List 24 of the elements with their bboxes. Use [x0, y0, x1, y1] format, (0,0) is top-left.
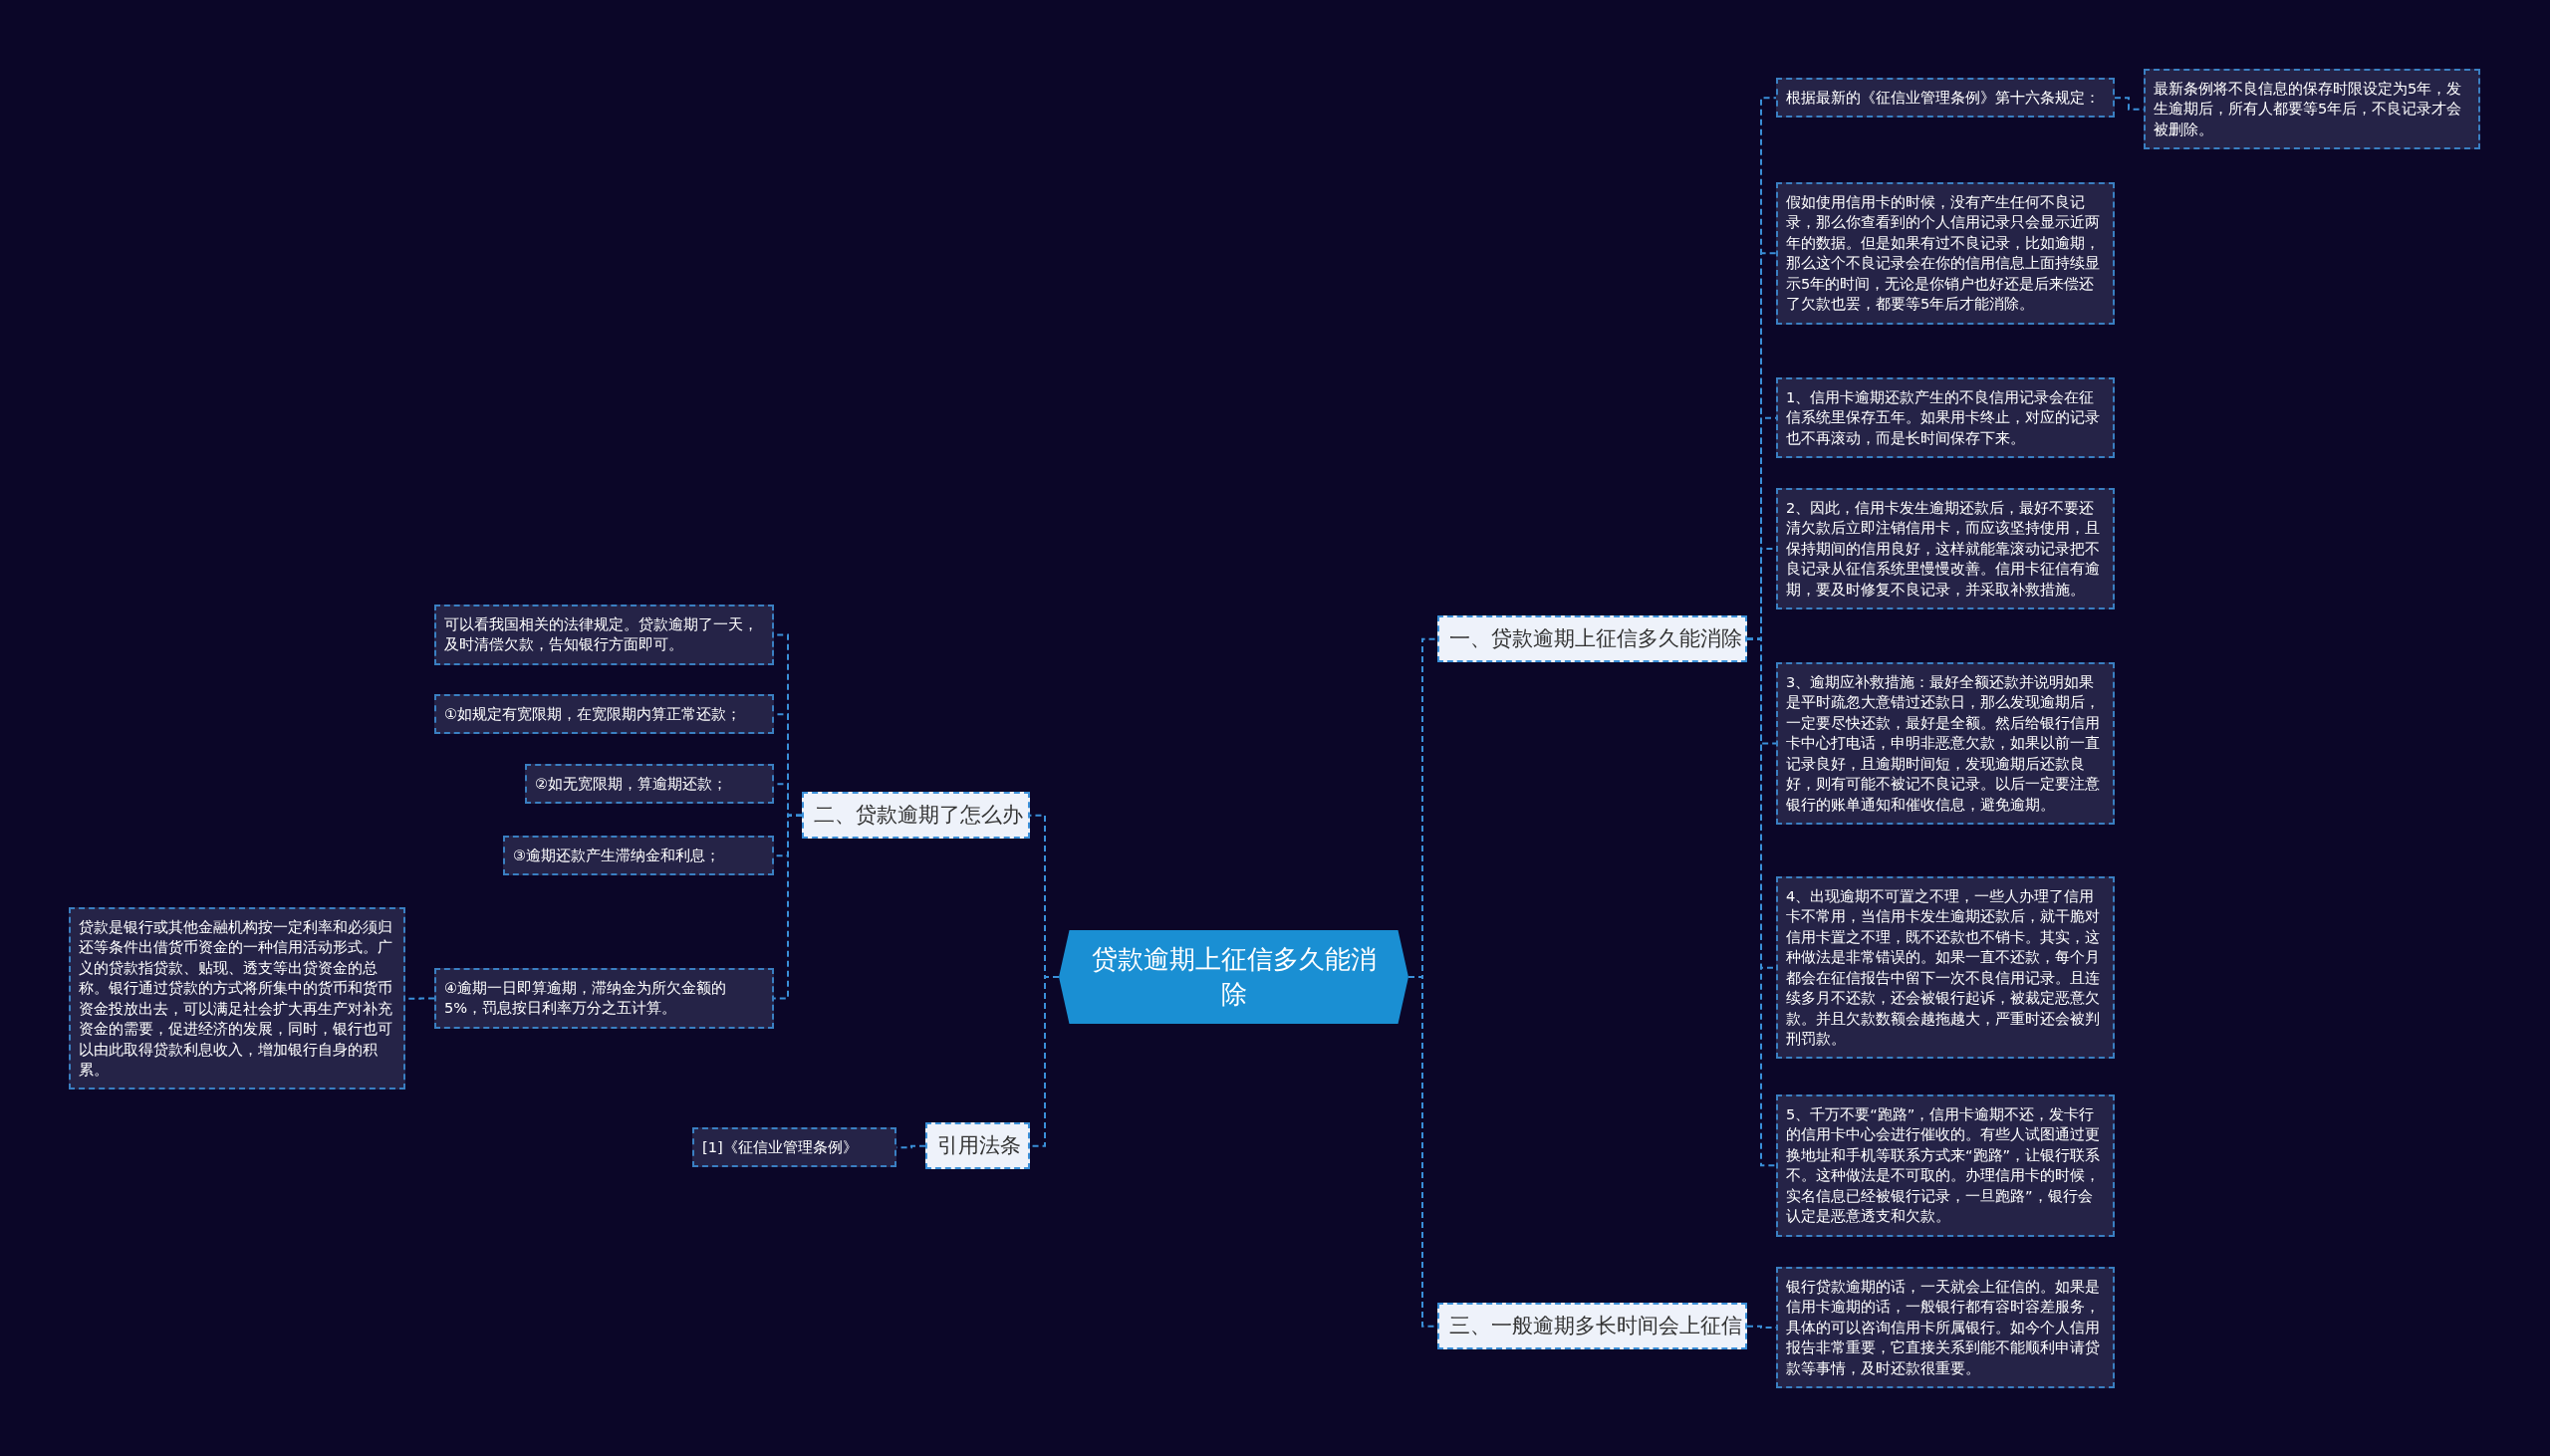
connector-line — [773, 814, 803, 1000]
note-box: 银行贷款逾期的话，一天就会上征信的。如果是信用卡逾期的话，一般银行都有容时容差服务，具体的可以咨询信用卡所属银行。如今个人信用报告非常重要，它直接关系到能不能顺利申请贷款等事情，及时还款很重要。 — [1776, 1267, 2115, 1389]
connector-line — [895, 1144, 926, 1149]
note-box: 1、信用卡逾期还款产生的不良信用记录会在征信系统里保存五年。如果用卡终止，对应的记录也不再滚动，而是长时间保存下来。 — [1776, 377, 2115, 459]
note-box: 3、逾期应补救措施：最好全额还款并说明如果是平时疏忽大意错过还款日，那么发现逾期后，一定要尽快还款，最好是全额。然后给银行信用卡中心打电话，申明非恶意欠款，如果以前一直记录良好，且逾期时间短，发现逾期后还款良好，则有可能不被记不良记录。以后一定要注意银行的账单通知和催收信息，避免逾期。 — [1776, 662, 2115, 825]
topic-box: 一、贷款逾期上征信多久能消除 — [1437, 615, 1747, 663]
note-box: 2、因此，信用卡发生逾期还款后，最好不要还清欠款后立即注销信用卡，而应该坚持使用，且保持期间的信用良好，这样就能靠滚动记录把不良记录从征信系统里慢慢改善。信用卡征信有逾期，要及时修复不良记录，并采取补救措施。 — [1776, 488, 2115, 610]
note-box: ①如规定有宽限期，在宽限期内算正常还款； — [434, 694, 774, 735]
note-box: [1]《征信业管理条例》 — [692, 1127, 896, 1168]
topic-box: 二、贷款逾期了怎么办 — [802, 792, 1030, 840]
note-box: 4、出现逾期不可置之不理，一些人办理了信用卡不常用，当信用卡发生逾期还款后，就干脆对信用卡置之不理，既不还款也不销卡。其实，这种做法是非常错误的。如果一直不还款，每个月都会在征信报告中留下一次不良信用记录。且连续多月不还款，还会被银行起诉，被裁定恶意欠款。并且欠款数额会越拖越大，严重时还会被判刑罚款。 — [1776, 876, 2115, 1060]
central-topic: 贷款逾期上征信多久能消除 — [1059, 930, 1408, 1025]
note-box: ②如无宽限期，算逾期还款； — [525, 764, 774, 805]
topic-box: 三、一般逾期多长时间会上征信 — [1437, 1303, 1747, 1350]
note-box: 最新条例将不良信息的保存时限设定为5年，发生逾期后，所有人都要等5年后，不良记录才会被删除。 — [2144, 69, 2480, 150]
note-box: ③逾期还款产生滞纳金和利息； — [503, 836, 774, 876]
note-box: 根据最新的《征信业管理条例》第十六条规定： — [1776, 78, 2115, 119]
topic-box: 引用法条 — [925, 1122, 1030, 1170]
connector-line — [1746, 637, 1777, 1167]
note-box: ④逾期一日即算逾期，滞纳金为所欠金额的5%，罚息按日利率万分之五计算。 — [434, 968, 774, 1029]
note-box: 5、千万不要“跑路”，信用卡逾期不还，发卡行的信用卡中心会进行催收的。有些人试图通过更换地址和手机等联系方式来“跑路”，让银行联系不。这种做法是不可取的。办理信用卡的时候，实名信息已经被银行记录，一旦跑路”，银行会认定是恶意透支和欠款。 — [1776, 1094, 2115, 1237]
note-box: 假如使用信用卡的时候，没有产生任何不良记录，那么你查看到的个人信用记录只会显示近两年的数据。但是如果有过不良记录，比如逾期，那么这个不良记录会在你的信用信息上面持续显示5年的时间，无论是你销户也好还是后来偿还了欠款也罢，都要等5年后才能消除。 — [1776, 182, 2115, 325]
note-box: 可以看我国相关的法律规定。贷款逾期了一天，及时清偿欠款，告知银行方面即可。 — [434, 605, 774, 665]
note-box: 贷款是银行或其他金融机构按一定利率和必须归还等条件出借货币资金的一种信用活动形式。广义的贷款指贷款、贴现、透支等出贷资金的总称。银行通过贷款的方式将所集中的货币和货币资金投放出去，可以满足社会扩大再生产对补充资金的需要，促进经济的发展，同时，银行也可以由此取得贷款利息收入，增加银行自身的积累。 — [69, 907, 405, 1091]
